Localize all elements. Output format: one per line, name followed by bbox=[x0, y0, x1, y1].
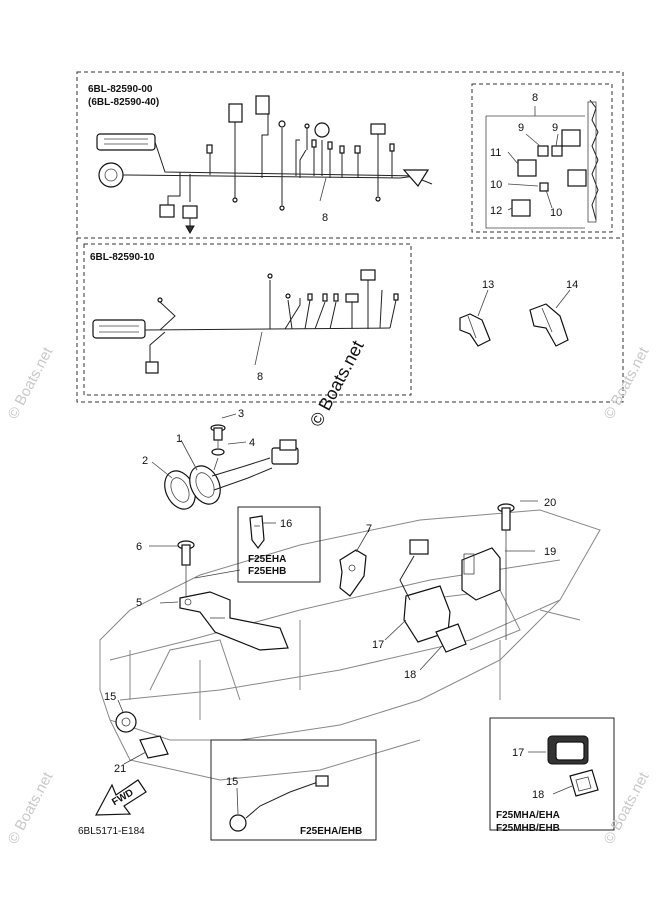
model-label-16-line2: F25EHB bbox=[248, 566, 286, 577]
wire-harness-top bbox=[96, 95, 433, 235]
callout-11: 11 bbox=[490, 147, 501, 159]
kit-number-mid: 6BL-82590-10 bbox=[90, 252, 155, 263]
inset-bracket-16 bbox=[237, 506, 321, 583]
callout-7: 7 bbox=[366, 523, 372, 535]
kit-mid-frame bbox=[83, 243, 412, 396]
callout-8-mid: 8 bbox=[257, 371, 263, 383]
connector-inset-parts bbox=[485, 99, 599, 229]
seal-part-18 bbox=[435, 623, 467, 653]
sensor-part-15 bbox=[229, 775, 329, 832]
callout-9-left: 9 bbox=[518, 122, 524, 134]
watermark-left-lower: © Boats.net bbox=[5, 769, 57, 847]
callout-8-top: 8 bbox=[322, 212, 328, 224]
callout-14: 14 bbox=[566, 279, 578, 291]
inset-part-15 bbox=[210, 739, 377, 841]
harness-clamp-14 bbox=[529, 303, 569, 347]
watermark-left-upper: © Boats.net bbox=[5, 344, 57, 422]
diagram-code: 6BL5171-E184 bbox=[78, 826, 145, 837]
callout-12: 12 bbox=[490, 205, 502, 217]
watermark-right-lower: © Boats.net bbox=[601, 769, 653, 847]
callout-18-inset: 18 bbox=[532, 789, 544, 801]
callout-8-inset: 8 bbox=[532, 92, 538, 104]
forward-arrow bbox=[94, 779, 147, 816]
plug-part-15 bbox=[115, 711, 137, 733]
callout-3: 3 bbox=[238, 408, 244, 420]
bracket-part-19 bbox=[461, 547, 501, 601]
kit-number-secondary: (6BL-82590-40) bbox=[88, 97, 159, 108]
callout-13: 13 bbox=[482, 279, 494, 291]
callout-20: 20 bbox=[544, 497, 556, 509]
harness-clamp-13 bbox=[459, 313, 491, 347]
callout-17-main: 17 bbox=[372, 639, 384, 651]
screw-part-3 bbox=[210, 424, 226, 441]
callout-15-main: 15 bbox=[104, 691, 116, 703]
model-label-inset-15: F25EHA/EHB bbox=[300, 826, 362, 837]
leader-lines bbox=[117, 133, 573, 815]
callout-1: 1 bbox=[176, 433, 182, 445]
wire-lead-part-1 bbox=[189, 439, 299, 505]
clip-part-16 bbox=[249, 515, 265, 549]
model-label-inset-17-line2: F25MHB/EHB bbox=[496, 823, 560, 834]
inset-part-17-18 bbox=[489, 717, 615, 831]
watermark-center: © Boats.net bbox=[306, 337, 368, 430]
callout-16: 16 bbox=[280, 518, 292, 530]
kit-number-primary: 6BL-82590-00 bbox=[88, 84, 153, 95]
seal-part-18-variant bbox=[569, 769, 599, 797]
callout-10-left: 10 bbox=[490, 179, 502, 191]
bolt-part-20 bbox=[497, 503, 515, 531]
callout-4: 4 bbox=[249, 437, 255, 449]
callout-10-right: 10 bbox=[550, 207, 562, 219]
callout-19: 19 bbox=[544, 546, 556, 558]
wire-harness-mid bbox=[92, 269, 399, 374]
callout-21: 21 bbox=[114, 763, 126, 775]
connector-inset-frame bbox=[471, 83, 613, 233]
callout-9-right: 9 bbox=[552, 122, 558, 134]
bracket-part-5 bbox=[179, 569, 289, 651]
model-label-16-line1: F25EHA bbox=[248, 554, 286, 565]
engine-cowling-outline bbox=[99, 509, 601, 781]
callout-2: 2 bbox=[142, 455, 148, 467]
label-part-21 bbox=[139, 735, 169, 759]
watermark-right-upper: © Boats.net bbox=[601, 344, 653, 422]
callout-18-main: 18 bbox=[404, 669, 416, 681]
callout-15-inset: 15 bbox=[226, 776, 238, 788]
washer-part-4 bbox=[211, 448, 225, 456]
kit-outer-frame bbox=[76, 71, 624, 403]
switch-part-17 bbox=[399, 539, 451, 643]
bolt-part-6 bbox=[177, 540, 195, 566]
callout-5: 5 bbox=[136, 597, 142, 609]
callout-6: 6 bbox=[136, 541, 142, 553]
model-label-inset-17-line1: F25MHA/EHA bbox=[496, 810, 560, 821]
bracket-part-7 bbox=[339, 549, 367, 597]
callout-17-inset: 17 bbox=[512, 747, 524, 759]
switch-part-17-variant bbox=[547, 735, 589, 765]
